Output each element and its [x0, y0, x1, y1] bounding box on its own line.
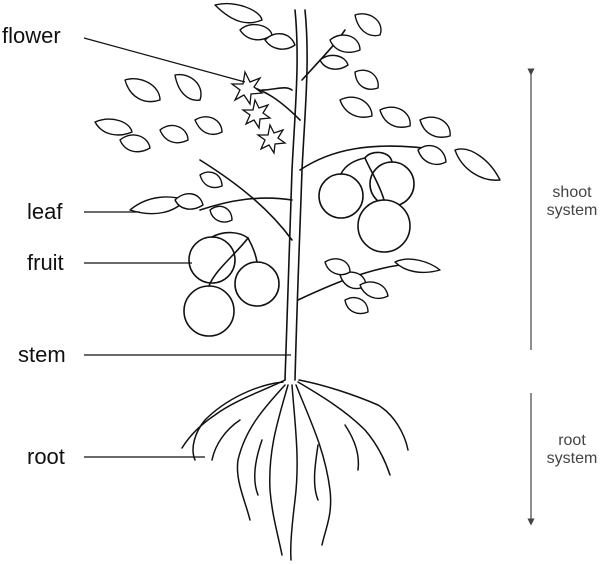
fruits-group [183, 151, 415, 337]
root-system-line1: root [558, 432, 586, 449]
label-flower: flower [2, 23, 61, 48]
label-leaf: leaf [27, 199, 63, 224]
leader-lines [83, 37, 291, 458]
label-stem: stem [18, 342, 66, 367]
root-system-label: root system [532, 432, 612, 468]
shoot-system-line1: shoot [552, 184, 592, 201]
flowers-group [230, 69, 293, 155]
label-root: root [27, 444, 65, 469]
shoot-system-line2: system [546, 202, 598, 219]
roots-group [181, 379, 409, 561]
leaves-group [94, 3, 501, 315]
label-fruit: fruit [27, 250, 64, 275]
root-system-line2: system [546, 450, 598, 467]
shoot-system-label: shoot system [532, 184, 612, 220]
